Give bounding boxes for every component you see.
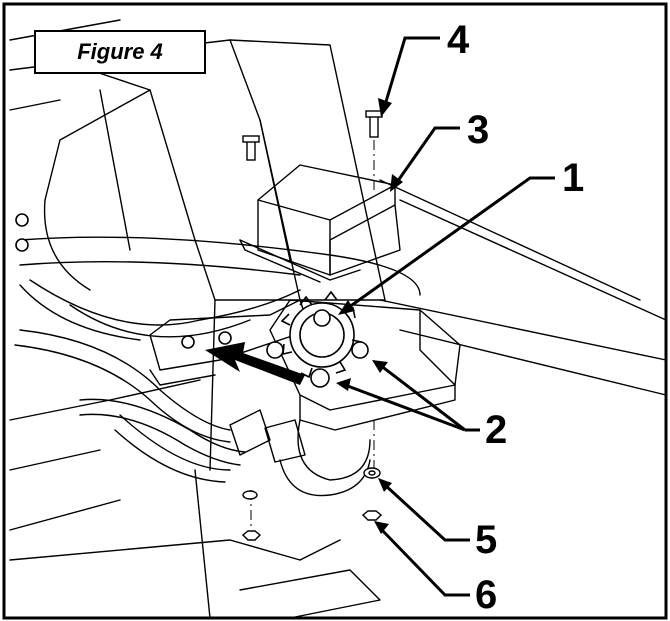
figure-title: Figure 4 [34, 30, 206, 74]
washer-nut [241, 467, 383, 541]
leader-lines [344, 36, 555, 597]
leader-arrowheads [336, 98, 403, 534]
machine-linework [9, 19, 667, 619]
callout-6: 6 [475, 573, 498, 617]
callout-4: 4 [447, 18, 470, 62]
sprocket [280, 290, 363, 379]
direction-arrow [205, 342, 305, 385]
callout-2: 2 [485, 408, 508, 452]
stud-bolts [242, 110, 383, 161]
callout-1: 1 [562, 156, 585, 200]
callout-3: 3 [467, 108, 490, 152]
callout-5: 5 [475, 518, 498, 562]
bolt-heads [15, 213, 369, 388]
